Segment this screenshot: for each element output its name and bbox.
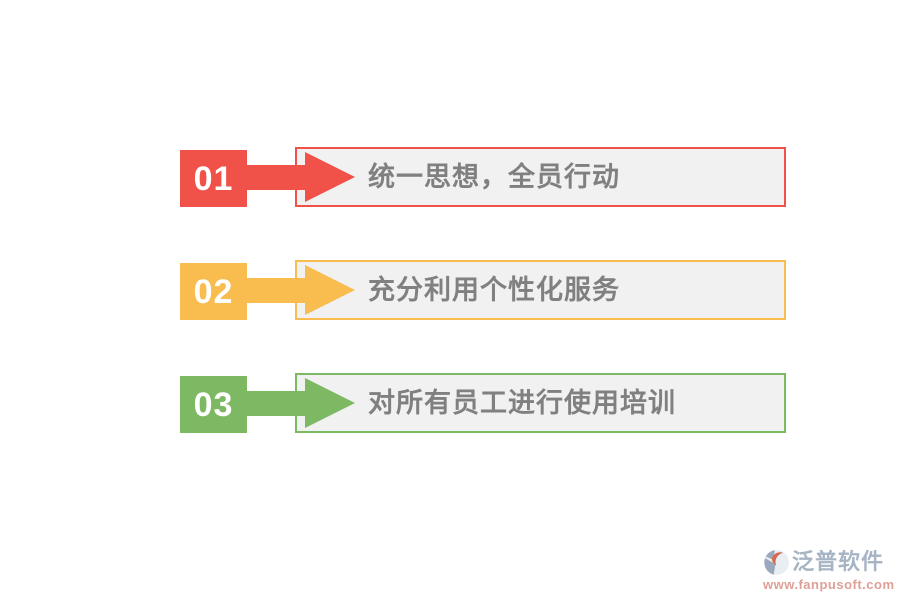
step-label: 对所有员工进行使用培训: [368, 388, 676, 418]
step-label-box: [295, 147, 786, 207]
fanpu-logo-row: 泛普软件: [763, 549, 893, 576]
logo-title: 泛普软件: [792, 549, 885, 575]
step-label: 统一思想，全员行动: [368, 162, 620, 192]
step-number-badge: 02: [180, 263, 247, 320]
step-number: 01: [193, 159, 234, 198]
step-item-3: 03 对所有员工进行使用培训: [180, 373, 786, 433]
step-number-badge: 03: [180, 376, 247, 433]
step-item-1: 01 统一思想，全员行动: [180, 147, 786, 207]
step-label-box: [295, 260, 786, 320]
logo-url: www.fanpusoft.com: [763, 577, 895, 592]
fanpu-logo-icon: [764, 550, 789, 575]
arrow-right-icon: [244, 265, 355, 315]
step-number-badge: 01: [180, 150, 247, 207]
fanpu-logo: 泛普软件 www.fanpusoft.com: [763, 549, 895, 592]
step-label: 充分利用个性化服务: [368, 275, 620, 305]
step-label-box: [295, 373, 786, 433]
arrow-right-icon: [244, 378, 355, 428]
step-item-2: 02 充分利用个性化服务: [180, 260, 786, 320]
step-number: 02: [193, 272, 234, 311]
step-number: 03: [193, 385, 234, 424]
arrow-right-icon: [244, 152, 355, 202]
